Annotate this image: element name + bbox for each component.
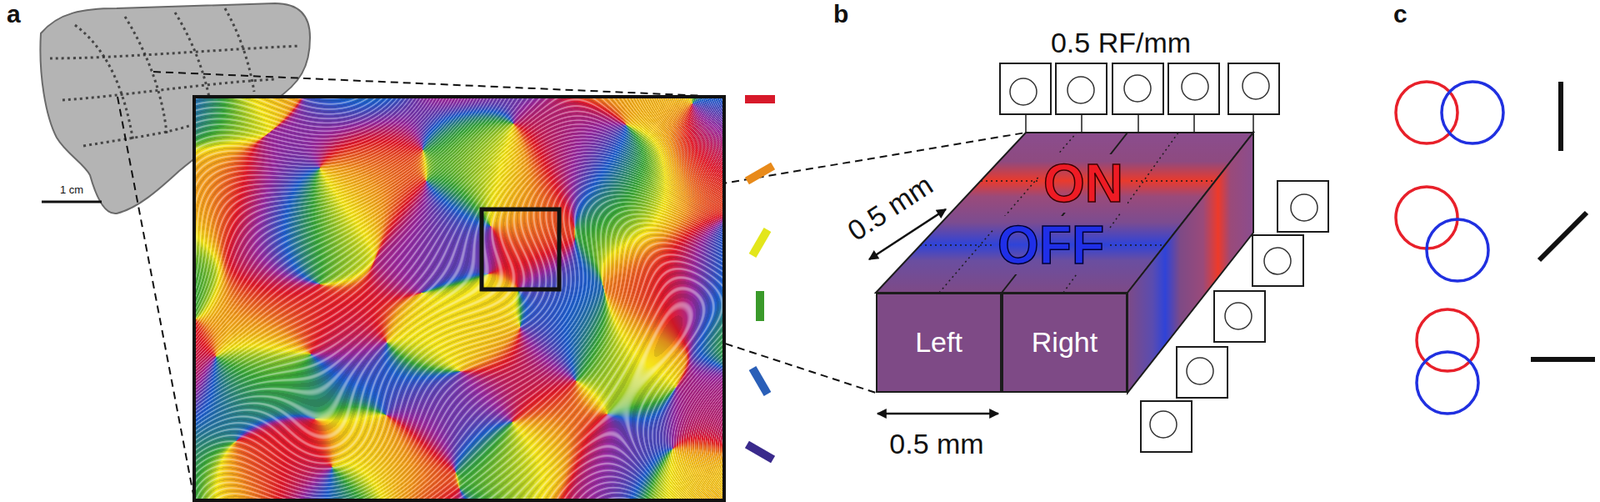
rf-box <box>1140 400 1192 452</box>
panel-letter: ON <box>1043 156 1124 210</box>
zoom-line <box>153 71 725 97</box>
brain-stripe <box>75 25 134 142</box>
brain-stripe <box>225 8 255 92</box>
panel-letter: c <box>1393 1 1408 27</box>
rf-circle <box>1124 75 1151 102</box>
off-subfield <box>1426 219 1489 281</box>
rf-box <box>1228 63 1280 115</box>
rf-box <box>1112 63 1164 115</box>
rf-box <box>1252 235 1304 286</box>
orientation-map <box>194 96 725 500</box>
brain-stripe <box>50 45 300 59</box>
orientation-bar <box>749 227 772 258</box>
rf-circle <box>1150 410 1177 438</box>
orientation-bar <box>1530 356 1595 362</box>
orientation-bar <box>745 440 775 464</box>
rf-box <box>1277 180 1329 232</box>
off-subfield <box>1416 351 1479 414</box>
rf-leader <box>1193 114 1195 133</box>
orientation-bar <box>755 290 765 321</box>
rf-box <box>1055 63 1107 115</box>
rf-circle <box>1242 72 1270 100</box>
orientation-bar <box>1558 81 1564 151</box>
rf-circle <box>1067 76 1095 104</box>
block-face: Right <box>1001 292 1128 393</box>
orientation-bar <box>1539 212 1587 260</box>
panel-letter: OFF <box>997 218 1105 272</box>
orientation-bar <box>745 162 775 185</box>
zoom-box <box>481 209 560 290</box>
rf-circle <box>1264 247 1291 275</box>
rf-box <box>1176 346 1228 398</box>
rf-leader <box>1252 114 1255 133</box>
rf-circle <box>1010 78 1037 105</box>
rf-box <box>1168 63 1220 115</box>
figure-label: 0.5 RF/mm <box>1050 28 1191 57</box>
panel-letter: b <box>833 1 849 27</box>
figure-label: 1 cm <box>60 184 84 195</box>
zoom-line <box>117 96 195 499</box>
face-label: Right <box>1031 326 1098 358</box>
on-subfield <box>1395 81 1458 144</box>
rf-leader <box>1025 114 1027 133</box>
brain-stripe <box>125 16 167 134</box>
rf-box <box>1000 63 1051 115</box>
rf-leader <box>1137 114 1140 133</box>
top-face-lines <box>920 132 1215 293</box>
orientation-bar <box>749 365 772 396</box>
rf-leader <box>1080 114 1083 133</box>
dimension-arrow <box>877 412 999 415</box>
map-border <box>194 96 725 500</box>
figure-label: 0.5 mm <box>842 170 938 245</box>
panel-letter: a <box>6 1 21 27</box>
rf-circle <box>1225 302 1252 330</box>
scale-bar <box>41 200 102 204</box>
orientation-bar <box>745 95 775 104</box>
face-label: Left <box>915 326 963 358</box>
rf-box <box>1214 290 1265 342</box>
off-subfield <box>1441 81 1504 144</box>
block-face: Left <box>875 292 1002 393</box>
rf-circle <box>1290 194 1318 221</box>
on-subfield <box>1395 186 1458 249</box>
rf-circle <box>1186 357 1214 385</box>
figure-label: 0.5 mm <box>889 429 984 458</box>
rf-circle <box>1181 73 1209 100</box>
brain-stripe <box>83 125 192 146</box>
